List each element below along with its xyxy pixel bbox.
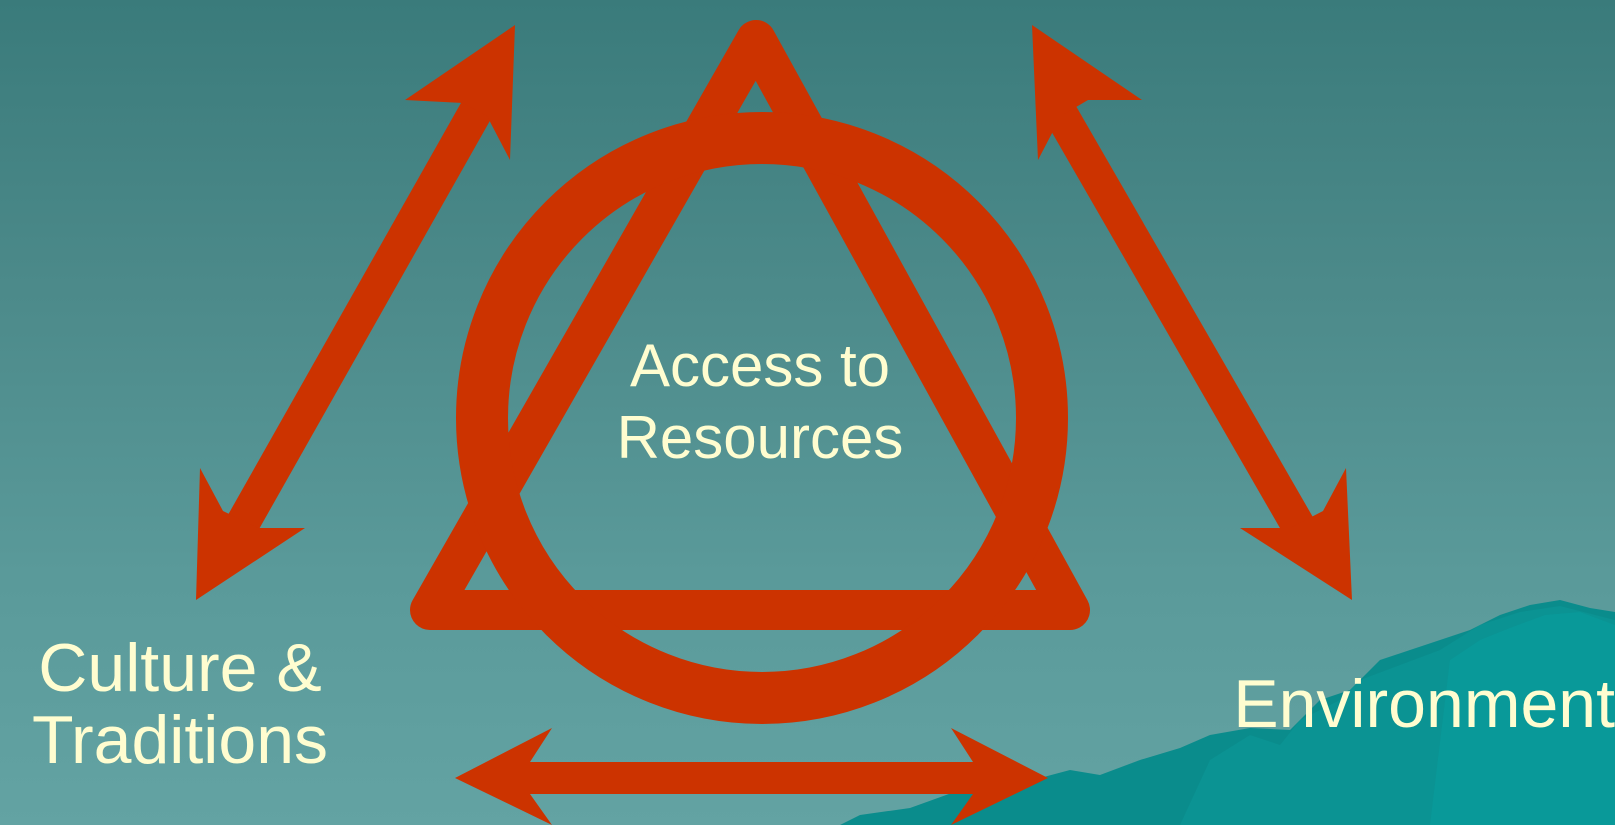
culture-traditions-label: Culture & Traditions — [0, 632, 360, 776]
left-label-line1: Culture & — [38, 630, 322, 706]
double-arrow-top-right — [1032, 25, 1352, 600]
triangle-shape — [410, 20, 1090, 630]
mountain-decoration — [840, 600, 1615, 825]
left-label-line2: Traditions — [31, 702, 329, 778]
double-arrow-top-left — [196, 25, 515, 600]
center-label-line2: Resources — [616, 404, 904, 471]
environment-label: Environment — [1170, 668, 1615, 740]
center-label-line1: Access to — [629, 332, 891, 399]
right-label-line1: Environment — [1233, 666, 1615, 742]
circle-shape — [456, 112, 1068, 724]
access-to-resources-label: Access to Resources — [560, 330, 960, 474]
double-arrow-bottom — [455, 728, 1048, 825]
